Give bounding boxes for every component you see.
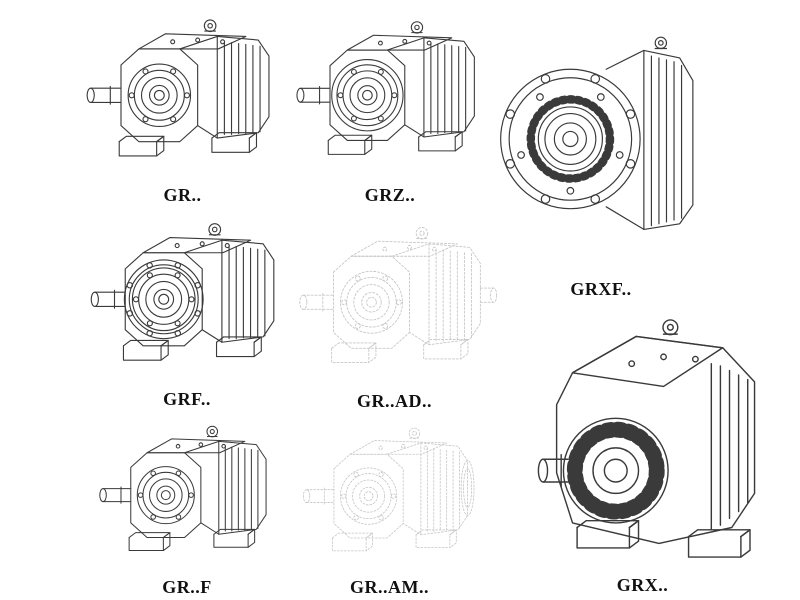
model-label-grf2: GR..F	[162, 577, 212, 597]
model-label-grz: GRZ..	[364, 185, 416, 205]
gearbox-drawing-grf	[90, 223, 275, 361]
model-label-gram: GR..AM..	[350, 577, 429, 597]
model-label-grf: GRF..	[163, 389, 211, 409]
gearbox-drawing-gram	[302, 427, 475, 552]
gearbox-figure-gr: GR..	[80, 4, 285, 206]
gearbox-figure-grf2: GR..F	[82, 412, 292, 598]
model-label-grad: GR..AD..	[357, 391, 432, 411]
model-label-grxf: GRXF..	[570, 279, 632, 299]
gearbox-drawing-grad	[299, 227, 497, 363]
gearbox-drawing-grx	[495, 300, 790, 573]
gearbox-figure-gram: GR..AM..	[292, 414, 487, 598]
model-label-grx: GRX..	[616, 575, 669, 595]
gearbox-drawing-grz	[296, 21, 475, 155]
gearbox-drawing-grf2	[99, 425, 267, 552]
gearbox-figure-grz: GRZ..	[290, 4, 490, 206]
gearbox-drawing-gr	[86, 19, 270, 157]
gearbox-figure-grx: GRX..	[495, 300, 790, 596]
gearbox-drawing-grxf	[495, 0, 707, 277]
gearbox-figure-grad: GR..AD..	[292, 212, 497, 412]
gearbox-figure-grf: GRF..	[82, 208, 292, 410]
model-label-gr: GR..	[163, 185, 202, 205]
gearbox-figure-grxf: GRXF..	[495, 0, 707, 300]
